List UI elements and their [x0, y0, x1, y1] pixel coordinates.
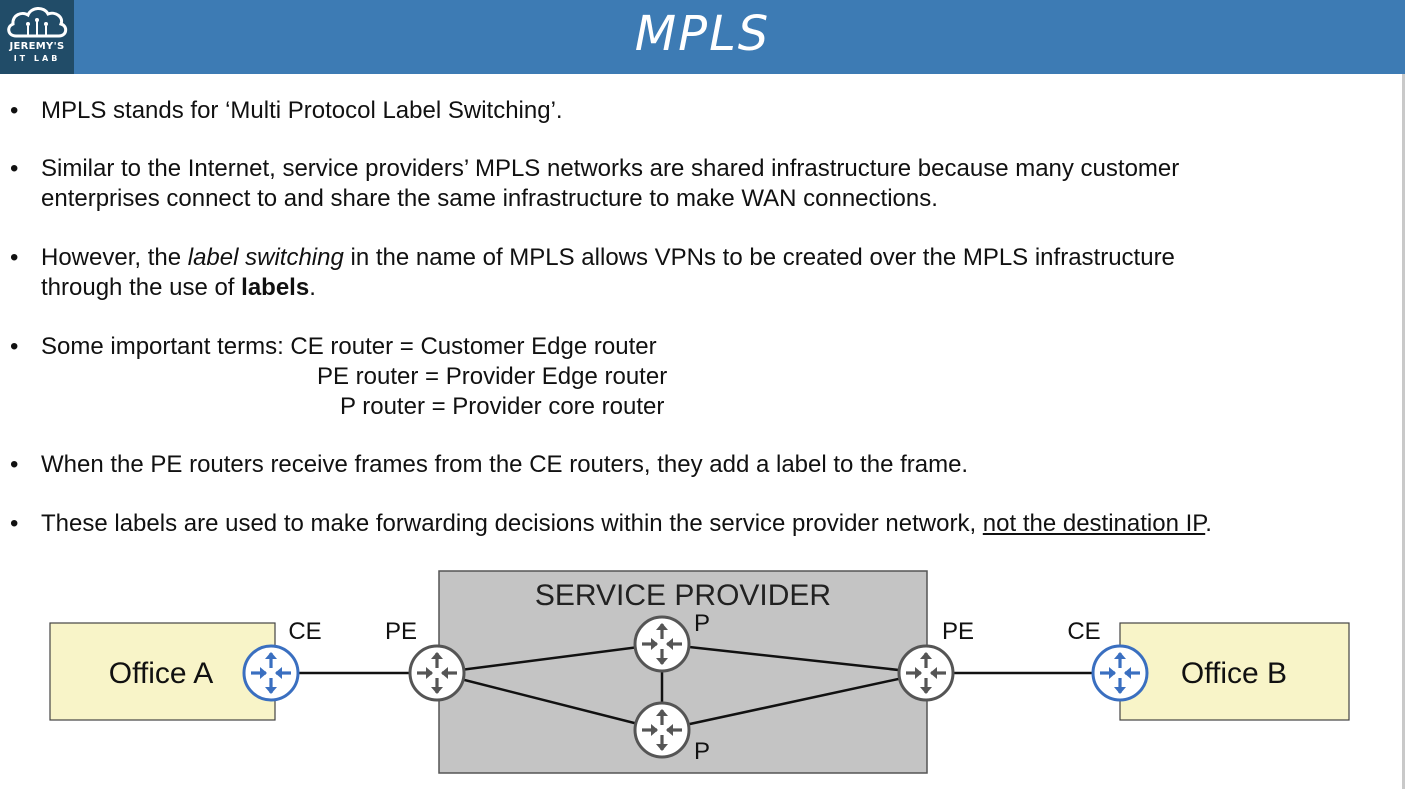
link-p-top-pe-right	[661, 642, 927, 675]
office-b-label: Office B	[1181, 657, 1287, 690]
bullet-text: Some important terms: CE router = Custom…	[41, 332, 1381, 420]
bullet-dot: •	[10, 451, 19, 478]
bold-term: labels	[241, 274, 310, 301]
slide-edge	[1402, 74, 1405, 789]
term-p: P router = Provider core router	[340, 393, 665, 420]
logo-line2: IT LAB	[13, 54, 61, 63]
router-p-top	[633, 615, 691, 673]
logo-line1: JEREMY'S	[9, 41, 65, 52]
bullet-text: Similar to the Internet, service provide…	[41, 154, 1381, 214]
bullet-dot: •	[10, 333, 19, 360]
router-pe-left	[408, 644, 466, 702]
label-ce-left: CE	[288, 618, 321, 645]
link-pe-p-bottom-left	[436, 671, 663, 732]
label-p-bottom: P	[694, 738, 710, 765]
service-provider-label: SERVICE PROVIDER	[535, 579, 831, 612]
bullet-text: These labels are used to make forwarding…	[41, 509, 1381, 539]
slide-title: MPLS	[634, 6, 771, 62]
term-ce: CE router = Customer Edge router	[290, 333, 657, 360]
label-pe-right: PE	[942, 618, 974, 645]
label-pe-left: PE	[385, 618, 417, 645]
router-ce-right	[1091, 644, 1149, 702]
router-p-bottom	[633, 701, 691, 759]
label-p-top: P	[694, 610, 710, 637]
italic-term: label switching	[187, 244, 344, 271]
bullet-line: Similar to the Internet, service provide…	[41, 155, 1180, 182]
text-run: However, the	[41, 244, 188, 271]
office-a-label: Office A	[109, 657, 214, 690]
bullet-line: enterprises connect to and share the sam…	[41, 185, 938, 212]
bullet-dot: •	[10, 155, 19, 182]
text-run: through the use of	[41, 274, 242, 301]
text-run: These labels are used to make forwarding…	[41, 510, 983, 537]
link-pe-p-top-left	[436, 642, 663, 675]
text-run: .	[309, 274, 316, 301]
bullet-text: When the PE routers receive frames from …	[41, 451, 969, 478]
bullet-dot: •	[10, 244, 19, 271]
bullet-text: MPLS stands for ‘Multi Protocol Label Sw…	[41, 97, 563, 124]
bullet-line: However, the label switching in the name…	[41, 243, 1381, 273]
bullet-dot: •	[10, 510, 19, 537]
text-run: .	[1205, 510, 1212, 537]
link-p-bottom-pe-right	[661, 671, 927, 732]
router-pe-right	[897, 644, 955, 702]
jeremys-it-lab-logo: JEREMY'S IT LAB	[0, 0, 74, 74]
bullet-dot: •	[10, 97, 19, 124]
underlined-phrase: not the destination IP	[982, 510, 1206, 537]
cloud-icon	[7, 7, 68, 38]
text-run: in the name of MPLS allows VPNs to be cr…	[343, 244, 1175, 271]
label-ce-right: CE	[1067, 618, 1100, 645]
office-b-box	[1119, 622, 1350, 721]
bullet-text: However, the label switching in the name…	[41, 243, 1381, 303]
bullet-line: through the use of labels.	[41, 273, 1381, 303]
router-ce-left	[242, 644, 300, 702]
terms-prefix: Some important terms:	[41, 333, 291, 360]
title-bar: JEREMY'S IT LAB MPLS	[0, 0, 1405, 74]
term-pe: PE router = Provider Edge router	[317, 363, 668, 390]
